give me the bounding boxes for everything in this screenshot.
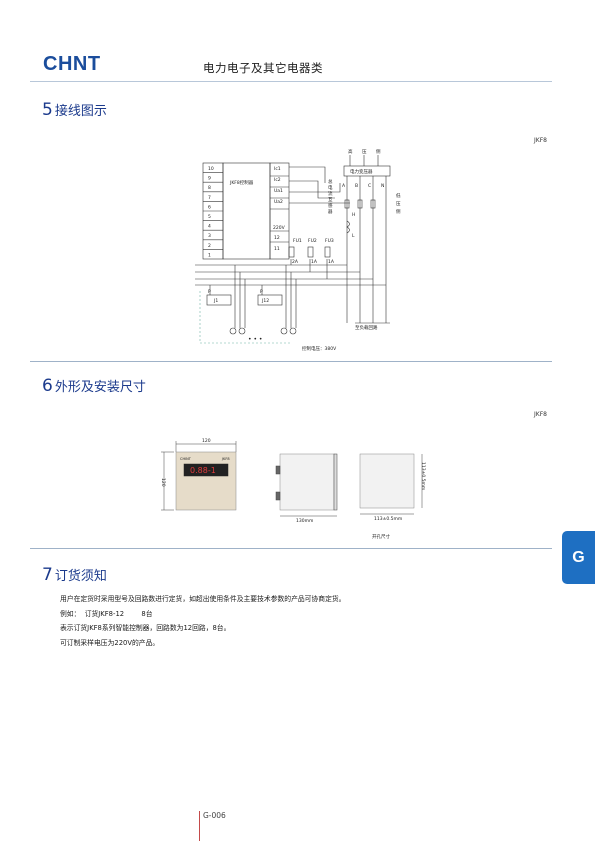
transformer-label: 电力变压器 [350, 168, 373, 175]
terminal-block-right [269, 162, 290, 260]
transformer-box [343, 165, 391, 177]
ct-char-3: 流 [328, 190, 333, 197]
low-char-1: 低 [396, 192, 401, 199]
terminal-9: 9 [208, 176, 211, 182]
label-l: L [352, 233, 355, 239]
terminal-8: 8 [208, 185, 211, 191]
terminal-1: 1 [208, 252, 211, 258]
terminal-ic1: Ic1 [274, 166, 281, 172]
terminal-220v: 220V [273, 225, 286, 231]
chapter-tab: G [562, 531, 595, 584]
section-number: 7 [42, 565, 53, 585]
contactor-j12 [257, 294, 283, 306]
depth-label: 130mm [296, 518, 313, 524]
ordering-line: 可订制采样电压为220V的产品。 [60, 638, 160, 647]
logo-text: CHNT [43, 53, 101, 73]
ellipsis-dots: • • • [248, 336, 262, 343]
terminal-ua2: Ua2 [274, 199, 283, 205]
ordering-notes: 用户在定货时采用型号及回路数进行定货，如超出使用条件及主要技术参数的产品可协商定… [60, 592, 540, 650]
ordering-line: 例如： 订货JKF8-12 8台 [60, 609, 153, 618]
section-divider [30, 361, 552, 362]
display-digits: 0.88-1 [190, 466, 216, 475]
height-label: 120 [160, 478, 166, 487]
chint-logo: CHNT [43, 53, 101, 73]
section-model-tag: JKF8 [534, 137, 547, 144]
terminal-5: 5 [208, 214, 211, 220]
label-high: 高 [348, 148, 353, 155]
p-label-1: P [208, 289, 211, 295]
section-model-tag: JKF8 [534, 411, 547, 418]
contactor-j1 [206, 294, 232, 306]
terminal-11: 11 [274, 246, 280, 252]
controller-label: JKF8控制器 [229, 179, 254, 186]
ordering-line: 用户在定货时采用型号及回路数进行定货，如超出使用条件及主要技术参数的产品可协商定… [60, 595, 346, 603]
section-number: 6 [42, 376, 53, 396]
phase-b: B [355, 183, 358, 189]
phase-n: N [381, 183, 384, 189]
terminal-ua1: Ua1 [274, 188, 283, 194]
fuse-rating-3: 1A [328, 259, 335, 265]
header-divider [30, 81, 552, 82]
cutout-height-label: 113±0.5mm [420, 462, 426, 490]
ct-char-2: 电 [328, 184, 333, 191]
p-label-2: P [260, 289, 263, 295]
ct-char-6: 器 [328, 209, 333, 215]
terminal-7: 7 [208, 195, 211, 201]
fuse-rating-2: 1A [311, 259, 318, 265]
low-char-2: 压 [396, 201, 401, 207]
fuse-rating-1: 2A [292, 259, 299, 265]
section-title: 接线图示 [54, 104, 107, 119]
ct-char-4: 互 [328, 197, 333, 203]
cutout-note: 开孔尺寸 [372, 533, 390, 540]
device-model: JKF8 [221, 457, 230, 461]
low-char-3: 侧 [396, 208, 401, 215]
width-label: 120 [202, 438, 211, 444]
terminal-4: 4 [208, 224, 211, 230]
ordering-line: 表示订货JKF8系列智能控制器，回路数为12回路，8台。 [60, 624, 231, 632]
terminal-2: 2 [208, 243, 211, 249]
terminal-6: 6 [208, 204, 211, 210]
wiring-diagram: 10 9 8 7 6 5 4 3 2 1 JKF8控制器 Ic1 Ic2 Ua1… [195, 148, 401, 352]
ct-char-5: 感 [328, 202, 333, 209]
cutout-width-label: 113±0.5mm [374, 516, 402, 522]
label-h: H [352, 212, 355, 218]
phase-c: C [368, 183, 371, 189]
page-number: G-006 [199, 811, 226, 841]
display-window [183, 463, 229, 477]
ct-char-1: 总 [328, 178, 333, 185]
fuse-fu3: FU3 [325, 238, 334, 244]
device-side [279, 453, 335, 511]
terminal-3: 3 [208, 233, 211, 239]
terminal-ic2: Ic2 [274, 177, 281, 183]
voltage-note: 控制电压：380V [302, 345, 337, 352]
controller-box [222, 162, 271, 260]
label-voltage: 压 [362, 149, 367, 155]
section-title: 订货须知 [54, 569, 107, 584]
section-divider [30, 548, 552, 549]
fuse-fu2: FU2 [308, 238, 317, 244]
fuse-fu1: FU1 [293, 238, 302, 244]
section-number: 5 [42, 100, 53, 120]
terminal-10: 10 [208, 166, 214, 172]
terminal-12: 12 [274, 235, 280, 241]
contactor-j12-label: J12 [261, 298, 269, 304]
category-title: 电力电子及其它电器类 [203, 61, 323, 75]
device-front [175, 451, 237, 511]
panel-cutout [359, 453, 415, 509]
device-brand: CHINT [180, 457, 192, 461]
load-label: 至负载回路 [355, 324, 378, 331]
section-title: 外形及安装尺寸 [54, 380, 146, 395]
contactor-j1-label: J1 [213, 298, 218, 304]
dimension-drawing: 120 120 130mm 113±0.5mm 113±0.5mm 开孔尺寸 C… [160, 438, 426, 540]
label-side: 侧 [376, 148, 381, 155]
phase-a: A [342, 183, 346, 189]
